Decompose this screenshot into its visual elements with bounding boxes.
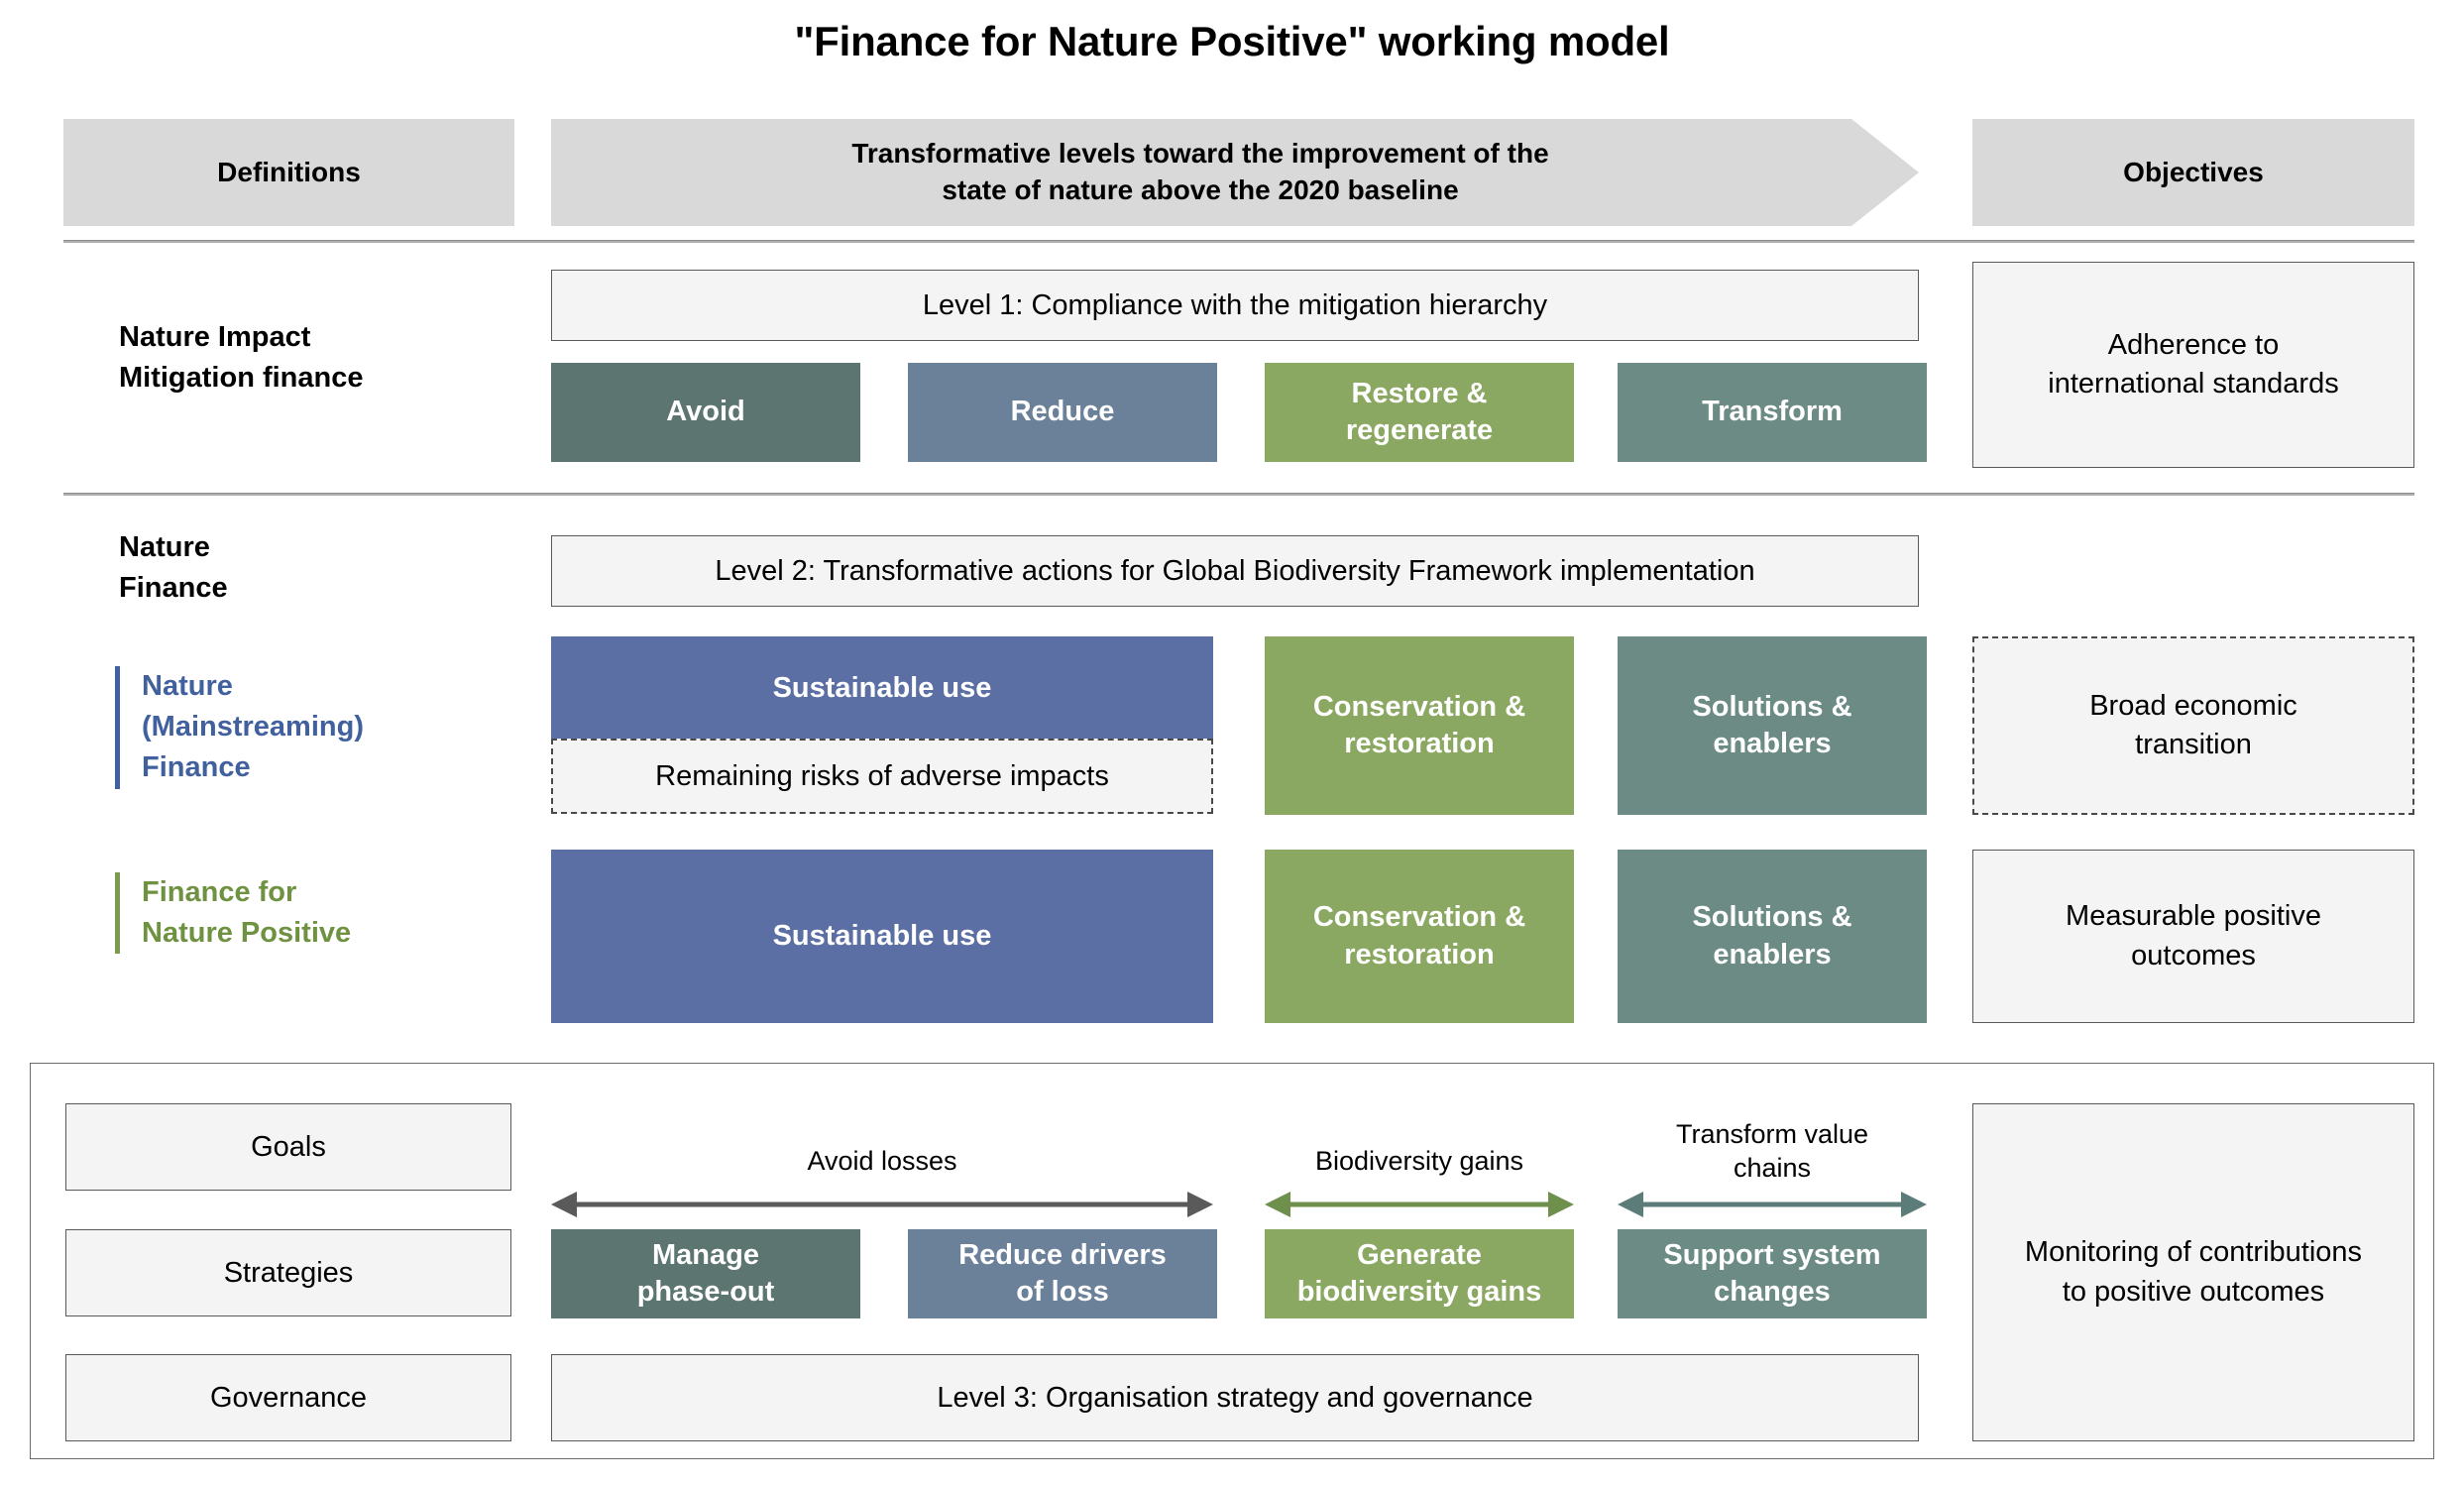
chip-reduce[interactable]: Reduce bbox=[908, 363, 1217, 462]
chip-generate-biodiversity-gains[interactable]: Generate biodiversity gains bbox=[1265, 1229, 1574, 1318]
chip-sustainable-use-positive[interactable]: Sustainable use bbox=[551, 850, 1213, 1023]
objective-measurable-positive-outcomes: Measurable positive outcomes bbox=[1972, 850, 2414, 1023]
level-1-banner: Level 1: Compliance with the mitigation … bbox=[551, 270, 1919, 341]
header-objectives: Objectives bbox=[1972, 119, 2414, 226]
category-label-finance-nature-positive: Finance for Nature Positive bbox=[115, 872, 511, 955]
chip-avoid[interactable]: Avoid bbox=[551, 363, 860, 462]
objective-broad-economic-transition: Broad economic transition bbox=[1972, 636, 2414, 815]
chip-restore-regenerate[interactable]: Restore & regenerate bbox=[1265, 363, 1574, 462]
goal-label-avoid-losses: Avoid losses bbox=[807, 1146, 957, 1176]
chip-support-system-changes[interactable]: Support system changes bbox=[1618, 1229, 1927, 1318]
arrow-biodiversity-gains bbox=[1265, 1192, 1574, 1217]
overlay-remaining-risks: Remaining risks of adverse impacts bbox=[551, 739, 1213, 814]
chip-solutions-enablers-mainstreaming[interactable]: Solutions & enablers bbox=[1618, 636, 1927, 815]
level-2-banner: Level 2: Transformative actions for Glob… bbox=[551, 535, 1919, 607]
chip-conservation-restoration-positive[interactable]: Conservation & restoration bbox=[1265, 850, 1574, 1023]
side-label-strategies: Strategies bbox=[65, 1229, 511, 1316]
arrow-avoid-losses bbox=[551, 1192, 1213, 1217]
side-label-governance: Governance bbox=[65, 1354, 511, 1441]
chip-transform[interactable]: Transform bbox=[1618, 363, 1927, 462]
divider-top bbox=[63, 240, 2414, 243]
header-definitions: Definitions bbox=[63, 119, 514, 226]
chip-conservation-restoration-mainstreaming[interactable]: Conservation & restoration bbox=[1265, 636, 1574, 815]
chip-manage-phase-out[interactable]: Manage phase-out bbox=[551, 1229, 860, 1318]
header-transformative-arrow: Transformative levels toward the improve… bbox=[551, 119, 1919, 226]
level-3-banner: Level 3: Organisation strategy and gover… bbox=[551, 1354, 1919, 1441]
chip-reduce-drivers-of-loss[interactable]: Reduce drivers of loss bbox=[908, 1229, 1217, 1318]
page-title: "Finance for Nature Positive" working mo… bbox=[794, 18, 1670, 64]
chip-solutions-enablers-positive[interactable]: Solutions & enablers bbox=[1618, 850, 1927, 1023]
objective-adherence: Adherence to international standards bbox=[1972, 262, 2414, 468]
side-label-goals: Goals bbox=[65, 1103, 511, 1191]
category-label-mainstreaming-finance: Nature (Mainstreaming) Finance bbox=[115, 666, 511, 789]
goal-label-biodiversity-gains: Biodiversity gains bbox=[1314, 1146, 1524, 1176]
objective-monitoring-contributions: Monitoring of contributions to positive … bbox=[1972, 1103, 2414, 1441]
arrow-transform-value-chains bbox=[1618, 1192, 1927, 1217]
row-label-nature-finance: Nature Finance bbox=[119, 531, 228, 605]
chip-sustainable-use-mainstreaming[interactable]: Sustainable use bbox=[551, 636, 1213, 741]
divider-middle bbox=[63, 493, 2414, 496]
goal-label-transform-value-chains: Transform value chains bbox=[1675, 1119, 1869, 1183]
row-label-nature-impact: Nature Impact Mitigation finance bbox=[119, 321, 364, 395]
